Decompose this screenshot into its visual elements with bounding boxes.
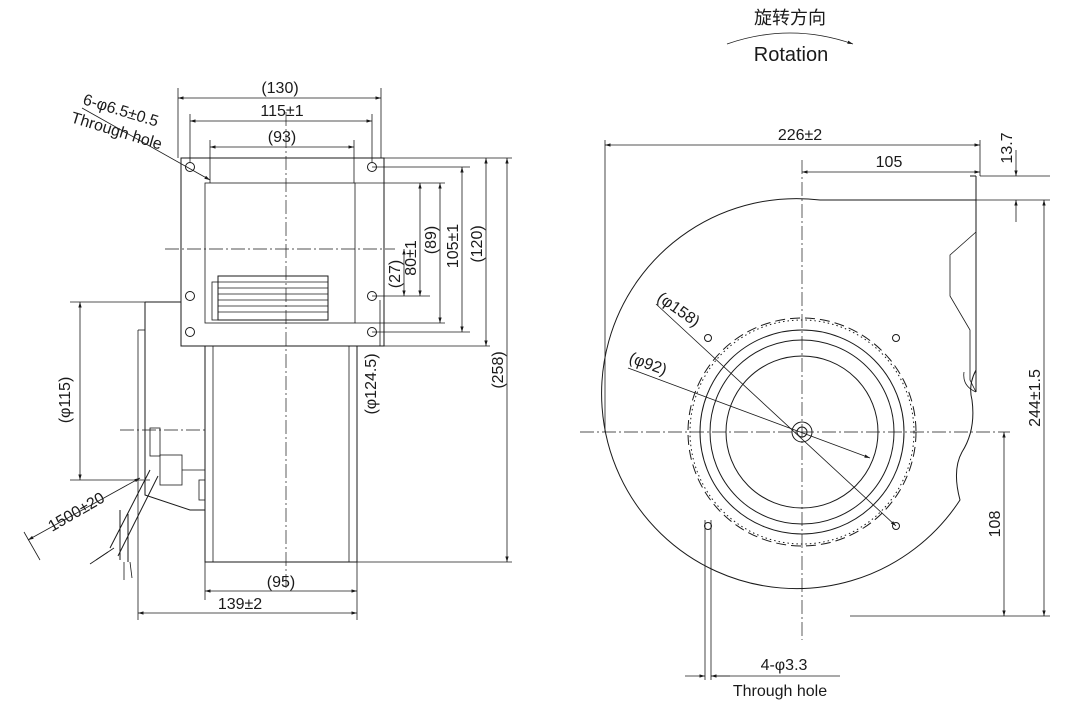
mounting-flange bbox=[180, 157, 385, 347]
dim-95: (95) bbox=[267, 574, 295, 591]
dim-13-7: 13.7 bbox=[999, 132, 1016, 163]
dim-cable-length: 1500±20 bbox=[46, 490, 108, 536]
motor-body bbox=[137, 301, 206, 511]
dim-226: 226±2 bbox=[778, 127, 822, 144]
front-hole-icon bbox=[892, 522, 900, 530]
flange-holes bbox=[185, 162, 377, 337]
side-view: (130) 115±1 (93) 6-φ6.5±0.5 Through hole… bbox=[23, 80, 512, 620]
outlet-blades bbox=[211, 275, 329, 321]
dim-130: (130) bbox=[261, 80, 298, 97]
dim-89: (89) bbox=[423, 226, 440, 254]
dim-108: 108 bbox=[987, 511, 1004, 538]
front-view: 226±2 105 13.7 244±1.5 108 (φ158) (φ92) … bbox=[580, 127, 1050, 700]
front-hole-icon bbox=[892, 334, 900, 342]
dim-258: (258) bbox=[490, 351, 507, 388]
dim-139: 139±2 bbox=[218, 596, 262, 613]
dim-120: (120) bbox=[469, 225, 486, 262]
front-hole-spec: 4-φ3.3 bbox=[761, 657, 808, 674]
dim-105-front: 105 bbox=[876, 154, 903, 171]
dim-105: 105±1 bbox=[445, 224, 462, 268]
rotation-label-cn: 旋转方向 bbox=[754, 8, 826, 29]
rotation-indicator: 旋转方向 Rotation bbox=[726, 8, 854, 66]
flange-hole-icon bbox=[185, 327, 195, 337]
dim-80: 80±1 bbox=[403, 240, 420, 276]
rotation-arrow-icon bbox=[726, 32, 854, 45]
dim-dia-115: (φ115) bbox=[57, 377, 74, 424]
dim-93: (93) bbox=[268, 129, 296, 146]
flange-hole-icon bbox=[185, 162, 195, 172]
dim-244: 244±1.5 bbox=[1027, 369, 1044, 427]
rotation-label-en: Rotation bbox=[754, 44, 829, 66]
flange-hole-icon bbox=[185, 291, 195, 301]
blower-housing bbox=[204, 345, 358, 563]
inlet-frame bbox=[204, 182, 356, 324]
dim-27: (27) bbox=[387, 260, 404, 288]
dim-115: 115±1 bbox=[260, 103, 303, 120]
front-hole-note: Through hole bbox=[733, 683, 827, 700]
dim-dia-92: (φ92) bbox=[627, 350, 669, 379]
front-hole-icon bbox=[704, 522, 712, 530]
dim-dia-124-5: (φ124.5) bbox=[363, 353, 380, 414]
scroll-housing bbox=[601, 198, 977, 590]
front-hole-icon bbox=[704, 334, 712, 342]
